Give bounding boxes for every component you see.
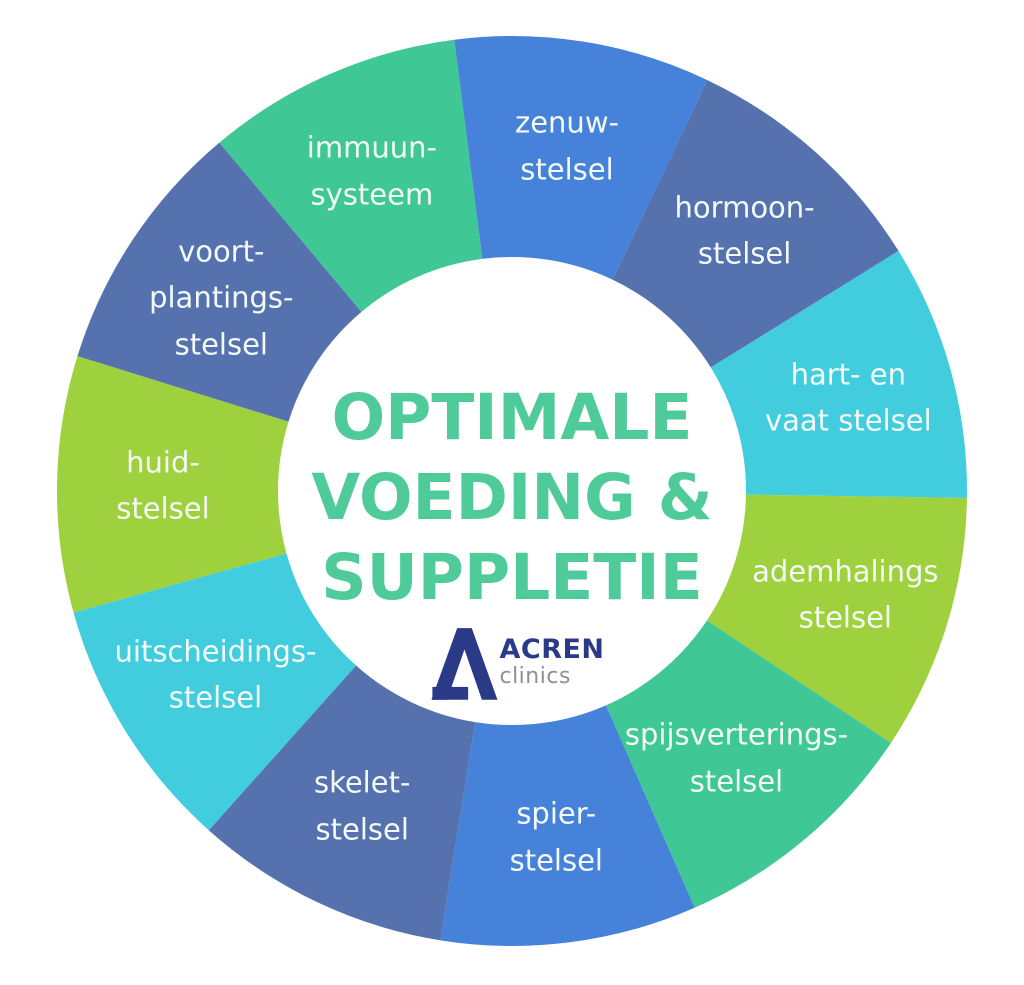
logo-subtitle: clinics xyxy=(499,664,571,689)
logo-a-mark-icon xyxy=(431,628,498,700)
segment-zenuw-stelsel xyxy=(454,36,708,280)
segment-ademhalings-stelsel xyxy=(706,494,967,743)
segment-skelet-stelsel xyxy=(208,665,476,941)
segment-spijsverterings-stelsel xyxy=(605,620,891,908)
segment-uitscheidings-stelsel xyxy=(73,553,357,831)
segment-hart-en-vaat-stelsel xyxy=(710,250,968,498)
segment-hormoon-stelsel xyxy=(612,80,899,368)
center-title: OPTIMALE VOEDING & SUPPLETIE xyxy=(311,381,713,614)
logo-text: ACREN clinics xyxy=(499,636,604,688)
segment-immuun-systeem xyxy=(219,39,483,312)
logo-name: ACREN xyxy=(499,634,605,665)
segment-voortplantings-stelsel xyxy=(77,142,362,422)
acren-clinics-logo: ACREN clinics xyxy=(431,626,604,702)
segment-huid-stelsel xyxy=(57,356,289,613)
segment-spier-stelsel xyxy=(440,705,695,947)
